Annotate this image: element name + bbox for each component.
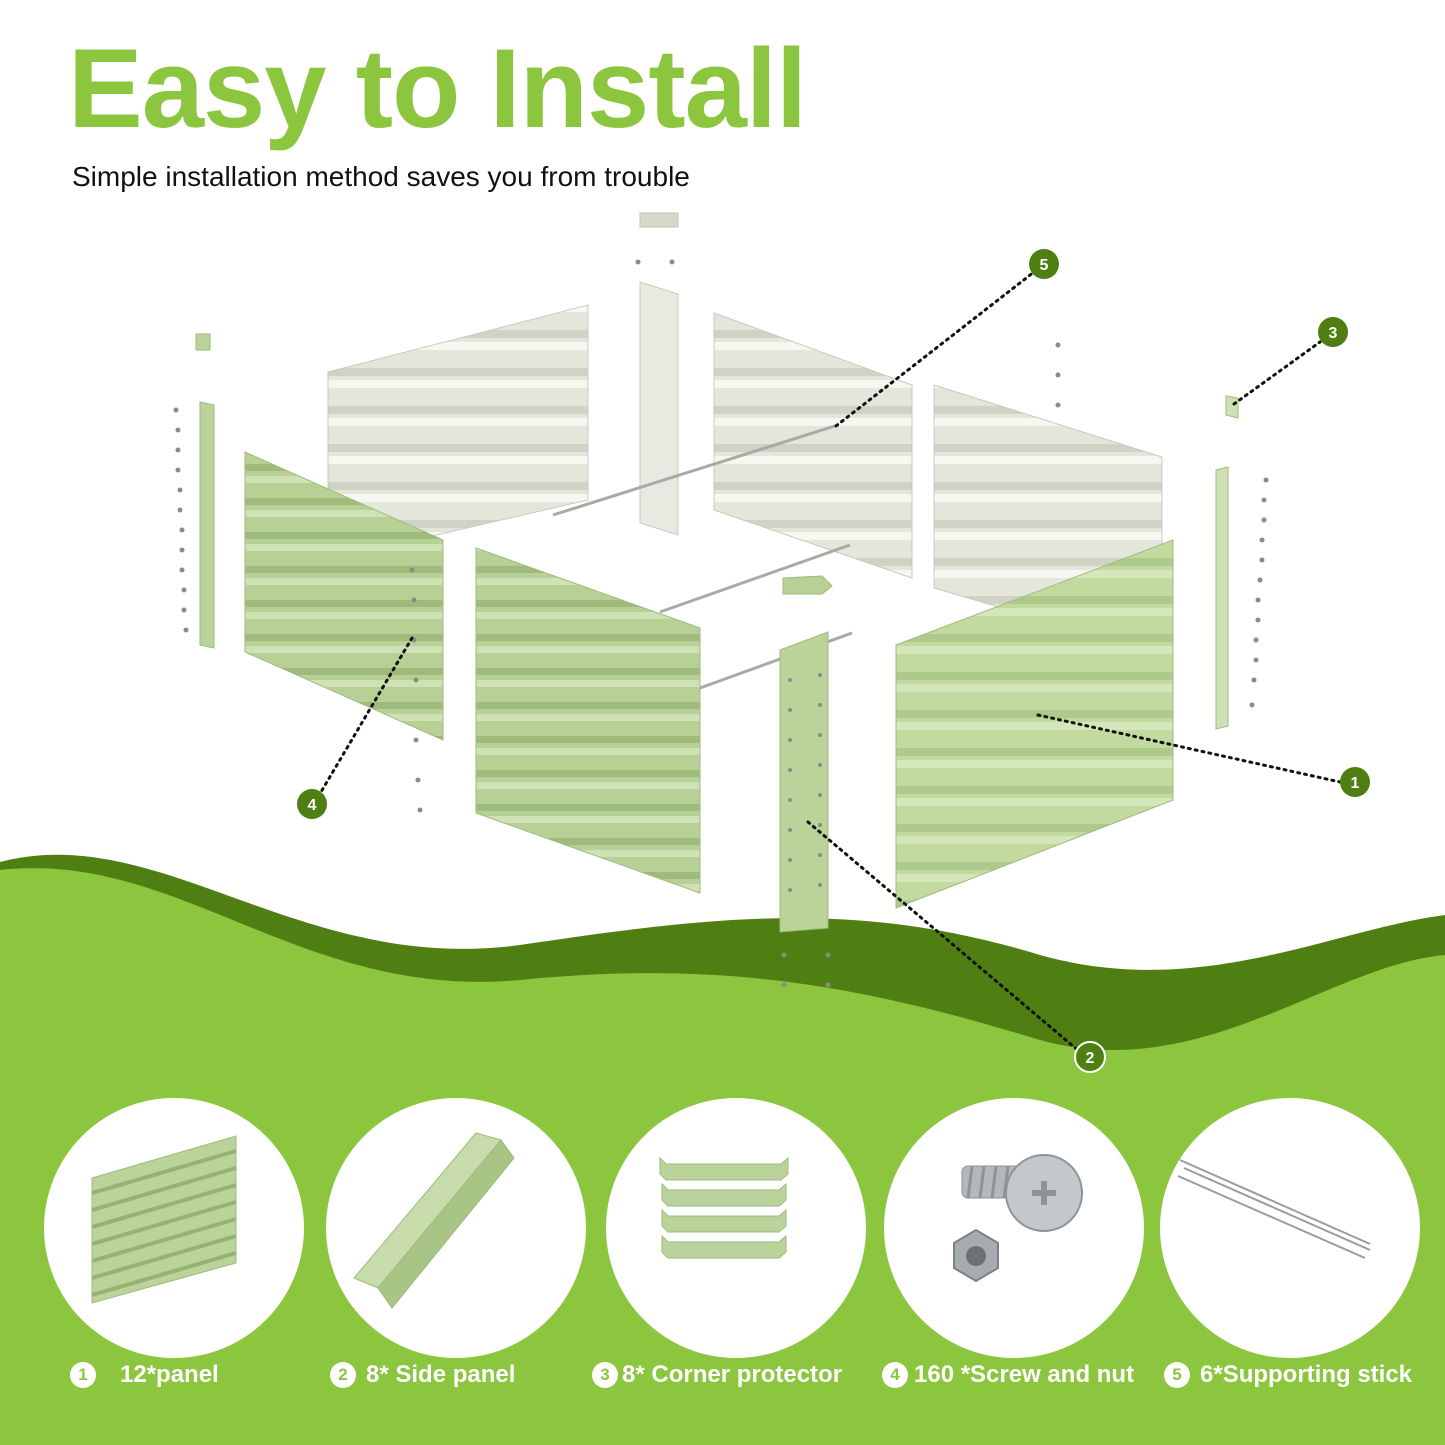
part-card-side-panel [326, 1098, 586, 1358]
part-number-2: 2 [330, 1362, 356, 1388]
part-text-corner-protector: 8* Corner protector [622, 1361, 843, 1388]
part-label-side-panel: 2 8* Side panel [330, 1355, 515, 1395]
callout-4: 4 [297, 789, 327, 819]
callout-5-number: 5 [1040, 257, 1049, 274]
panel-back-right [713, 312, 913, 579]
stick-1 [552, 423, 839, 517]
side-panel-icon [353, 1132, 515, 1309]
part-label-corner-protector: 3 8* Corner protector [592, 1355, 842, 1395]
side-post-left [199, 401, 215, 649]
callout-2: 2 [1074, 1041, 1106, 1073]
callout-leaders [316, 270, 1342, 1054]
supporting-stick-icon [1177, 1159, 1371, 1259]
callout-1: 1 [1340, 767, 1370, 797]
part-card-screw-nut [884, 1098, 1144, 1358]
corner-protector-left [195, 333, 211, 351]
side-post-back [639, 281, 679, 536]
corrugated-panel-icon [91, 1135, 237, 1304]
callout-5: 5 [1029, 249, 1059, 279]
part-card-supporting-stick [1160, 1098, 1420, 1358]
callout-3-number: 3 [1329, 325, 1338, 342]
side-post-right [1215, 466, 1229, 730]
stick-2 [659, 543, 851, 614]
corner-protector-right [1225, 395, 1239, 419]
part-card-panel [44, 1098, 304, 1358]
page-subtitle: Simple installation method saves you fro… [72, 161, 690, 192]
side-post-front [779, 631, 829, 933]
callout-3: 3 [1318, 317, 1348, 347]
panel-front-right [895, 539, 1174, 909]
callout-1-number: 1 [1351, 775, 1360, 792]
callout-2-number: 2 [1086, 1050, 1095, 1067]
corner-protector-center [782, 575, 833, 595]
screw-dots [173, 259, 1269, 988]
part-label-panel: 1 12*panel [70, 1355, 219, 1395]
part-number-5: 5 [1164, 1362, 1190, 1388]
part-text-panel: 12*panel [120, 1361, 219, 1388]
part-text-supporting-stick: 6*Supporting stick [1200, 1361, 1413, 1388]
corner-protector-top [639, 212, 679, 228]
part-label-screw-nut: 4 160 *Screw and nut [882, 1355, 1134, 1395]
panel-front-left-2 [475, 547, 701, 894]
callout-4-number: 4 [308, 797, 317, 814]
part-card-corner-protector [606, 1098, 866, 1358]
corner-protector-icon [659, 1156, 789, 1259]
page-title: Easy to Install [68, 26, 807, 151]
part-number-1: 1 [70, 1362, 96, 1388]
part-number-3: 3 [592, 1362, 618, 1388]
part-text-side-panel: 8* Side panel [366, 1361, 516, 1388]
stick-3 [699, 631, 853, 690]
part-number-4: 4 [882, 1362, 908, 1388]
part-label-supporting-stick: 5 6*Supporting stick [1164, 1355, 1412, 1395]
screw-nut-icon [953, 1154, 1083, 1283]
part-text-screw-nut: 160 *Screw and nut [914, 1361, 1135, 1388]
